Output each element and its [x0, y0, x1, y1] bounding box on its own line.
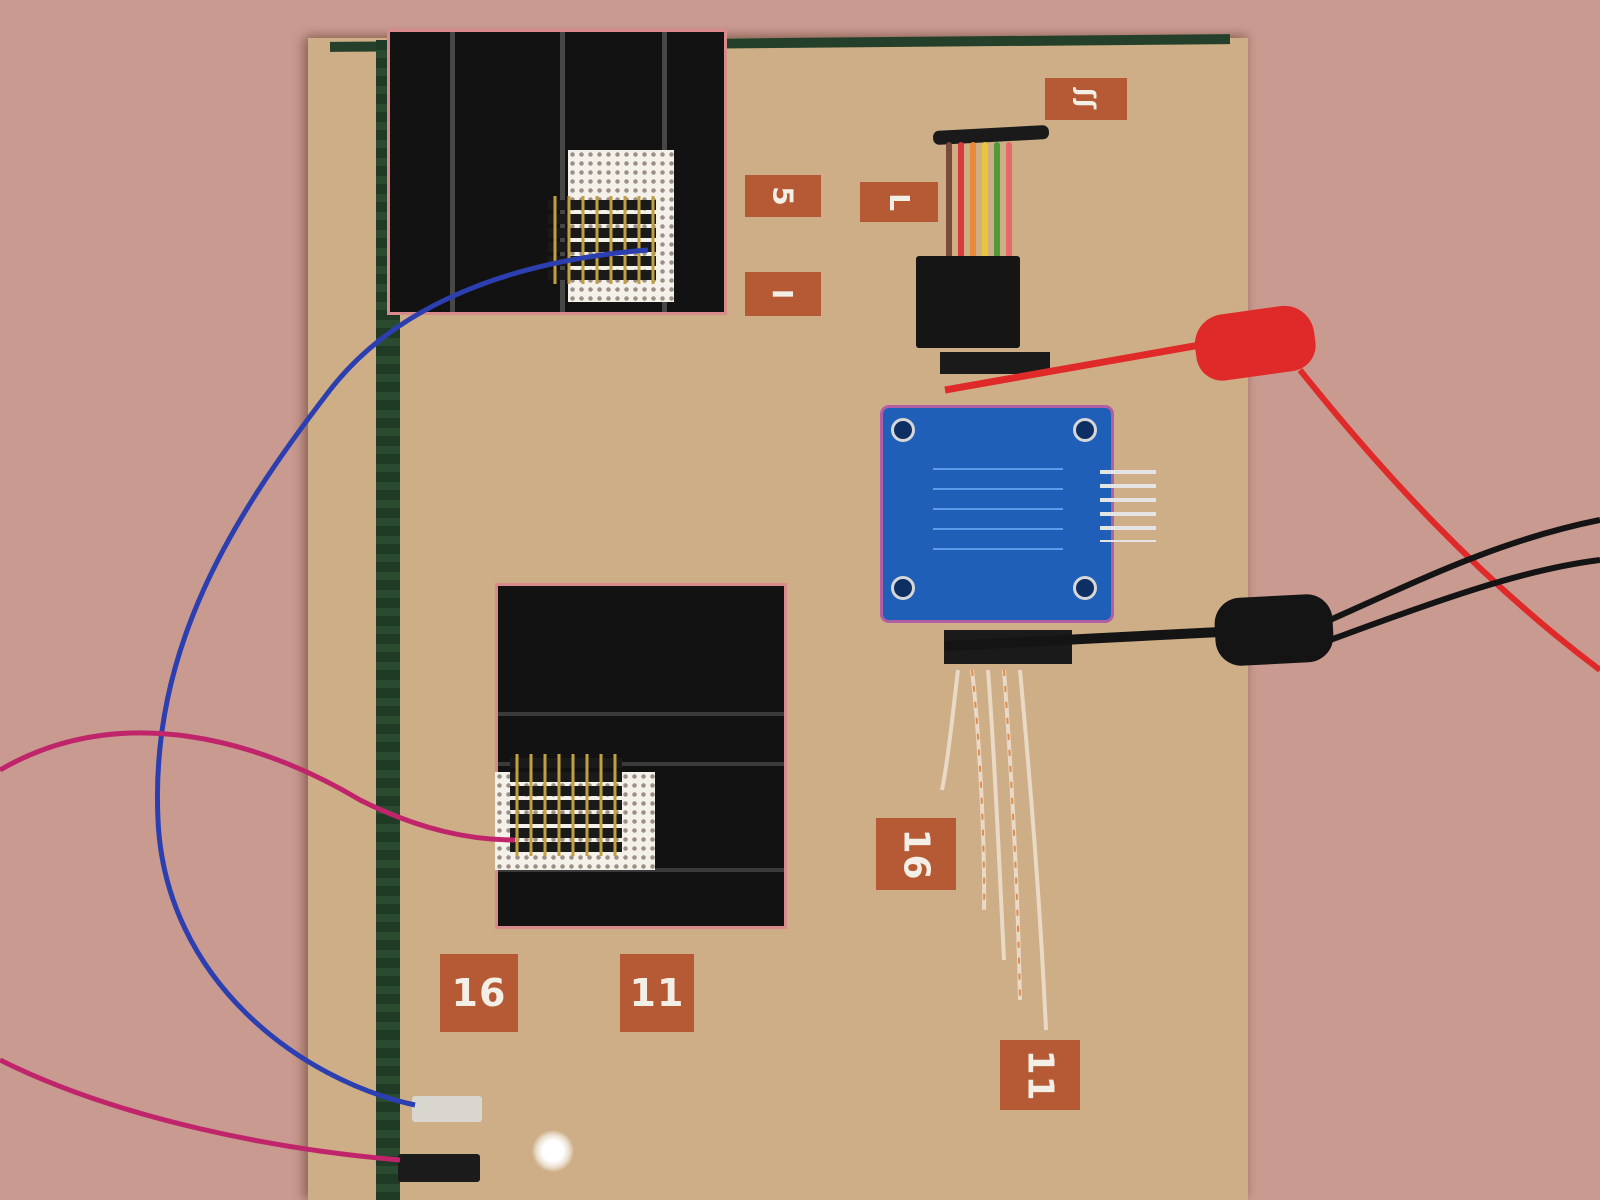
- mount-hole: [891, 418, 915, 442]
- blue-jumper-wire: [154, 247, 649, 1108]
- pcb-trace: [933, 468, 1063, 470]
- label-16-right: 16: [876, 818, 956, 890]
- ribbon-connector: [916, 256, 1020, 348]
- magenta-jumper-wire: [0, 730, 516, 843]
- thin-wire-bundle: [940, 669, 1048, 1031]
- top-pin-header: [548, 196, 656, 284]
- label-1-top: I: [745, 272, 821, 316]
- pcb-trace: [933, 488, 1063, 490]
- label-11-left: 11: [620, 954, 694, 1032]
- label-11-left-text: 11: [629, 971, 685, 1015]
- label-L-text: L: [882, 192, 916, 212]
- label-16-left-text: 16: [451, 971, 507, 1015]
- label-16-left: 16: [440, 954, 518, 1032]
- label-5-text: 5: [766, 185, 800, 207]
- tape-seam: [560, 32, 565, 312]
- label-1-top-text: I: [766, 288, 800, 300]
- white-jumper-plug: [412, 1096, 482, 1122]
- mount-hole: [1073, 418, 1097, 442]
- black-probe-lead-2: [1328, 557, 1600, 643]
- label-top-right: ʃʃ: [1045, 78, 1127, 120]
- pcb-trace: [933, 548, 1063, 550]
- tape-seam: [498, 868, 784, 872]
- red-probe-tip: [944, 341, 1201, 394]
- label-11-right-text: 11: [1019, 1048, 1061, 1102]
- glowing-led: [532, 1130, 574, 1172]
- red-probe-lead: [1297, 368, 1600, 673]
- pcb-trace: [933, 528, 1063, 530]
- label-L: L: [860, 182, 938, 222]
- ribbon-wire-pink: [1006, 142, 1012, 260]
- ribbon-wire-orange: [970, 142, 976, 260]
- black-probe-lead: [1328, 517, 1600, 623]
- tape-seam: [498, 712, 784, 716]
- mount-hole: [891, 576, 915, 600]
- pcb-trace: [933, 508, 1063, 510]
- ribbon-wire-yellow: [982, 142, 988, 260]
- ribbon-wire-green: [994, 142, 1000, 260]
- bottom-pin-header: [510, 754, 622, 856]
- magenta-jumper-wire-lower: [0, 1057, 401, 1163]
- label-11-right: 11: [1000, 1040, 1080, 1110]
- tape-seam: [498, 762, 784, 766]
- black-jumper-plug: [398, 1154, 480, 1182]
- tape-seam: [450, 32, 455, 312]
- label-16-right-text: 16: [895, 827, 937, 881]
- ribbon-wire-brown: [946, 142, 952, 260]
- module-top-header: [940, 352, 1050, 374]
- ribbon-wire-red: [958, 142, 964, 260]
- black-probe-tip: [944, 627, 1221, 651]
- thin-wire-bundle-orange: [971, 669, 1021, 1001]
- label-5: 5: [745, 175, 821, 217]
- label-top-right-text: ʃʃ: [1071, 88, 1100, 110]
- blue-breakout-module: [883, 408, 1111, 620]
- mount-hole: [1073, 576, 1097, 600]
- module-right-pins: [1100, 470, 1156, 542]
